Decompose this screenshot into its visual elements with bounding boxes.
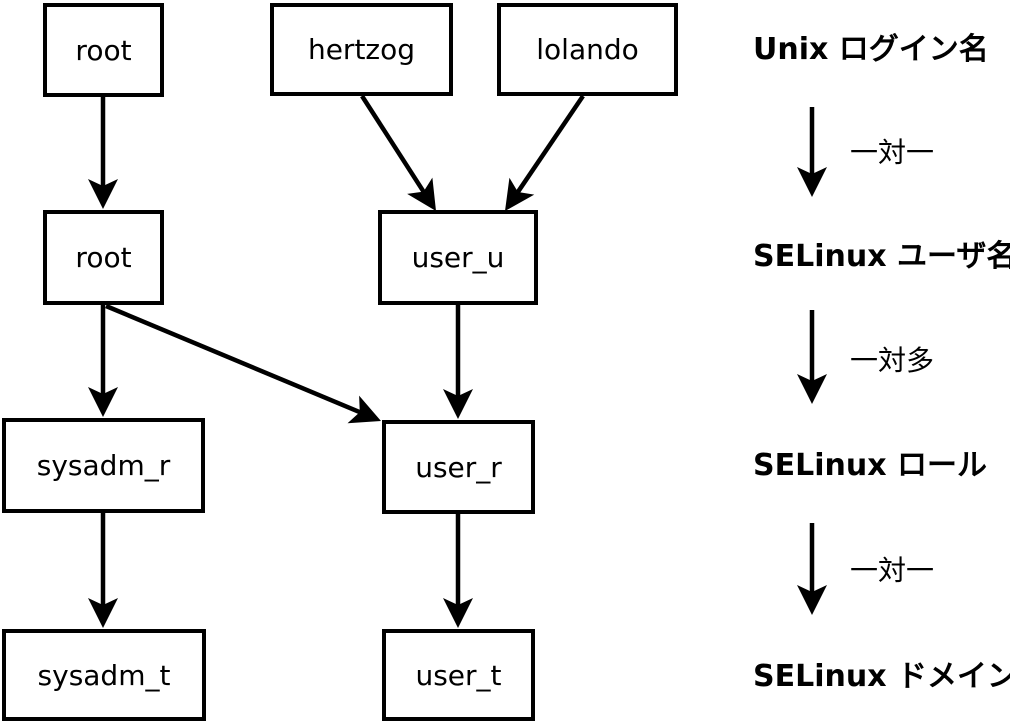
arrow-selinuxroot-to-sysadmr-head	[88, 387, 118, 417]
arrow-unixroot-to-selinuxroot-head	[88, 179, 118, 209]
legend-selinux-role: SELinux ロール	[753, 448, 988, 483]
arrow-userr-to-usert-head	[443, 598, 473, 628]
legend-unix-login-name: Unix ログイン名	[753, 32, 989, 67]
legend-arrow-2-head	[797, 374, 827, 404]
arrow-selinuxroot-to-userr-head	[347, 395, 381, 424]
arrow-hertzog-to-useru-head	[407, 177, 436, 211]
arrow-hertzog-to-useru	[360, 94, 428, 196]
node-sysadm-r: sysadm_r	[2, 418, 205, 513]
arrow-sysadmr-to-sysadmt-head	[88, 598, 118, 628]
arrow-lolando-to-useru	[514, 94, 585, 196]
arrow-selinuxroot-to-userr	[105, 303, 364, 416]
arrow-lolando-to-useru-head	[505, 177, 535, 211]
legend-selinux-domain: SELinux ドメイン	[753, 659, 1010, 694]
legend-arrow-1-head	[797, 167, 827, 197]
legend-relation-one-to-one-2: 一対一	[850, 554, 935, 587]
node-hertzog: hertzog	[270, 3, 453, 96]
node-unix-root: root	[43, 3, 164, 97]
node-sysadm-t: sysadm_t	[2, 629, 206, 721]
node-selinux-root: root	[43, 210, 164, 305]
legend-selinux-user-name: SELinux ユーザ名	[753, 239, 1010, 274]
node-lolando: lolando	[497, 3, 678, 96]
node-user-u: user_u	[378, 210, 538, 305]
node-user-t: user_t	[382, 629, 535, 721]
arrow-useru-to-userr-head	[443, 389, 473, 419]
node-user-r: user_r	[382, 420, 535, 514]
legend-relation-one-to-one-1: 一対一	[850, 136, 935, 169]
legend-arrow-3-head	[797, 585, 827, 615]
legend-relation-one-to-many: 一対多	[850, 344, 935, 377]
